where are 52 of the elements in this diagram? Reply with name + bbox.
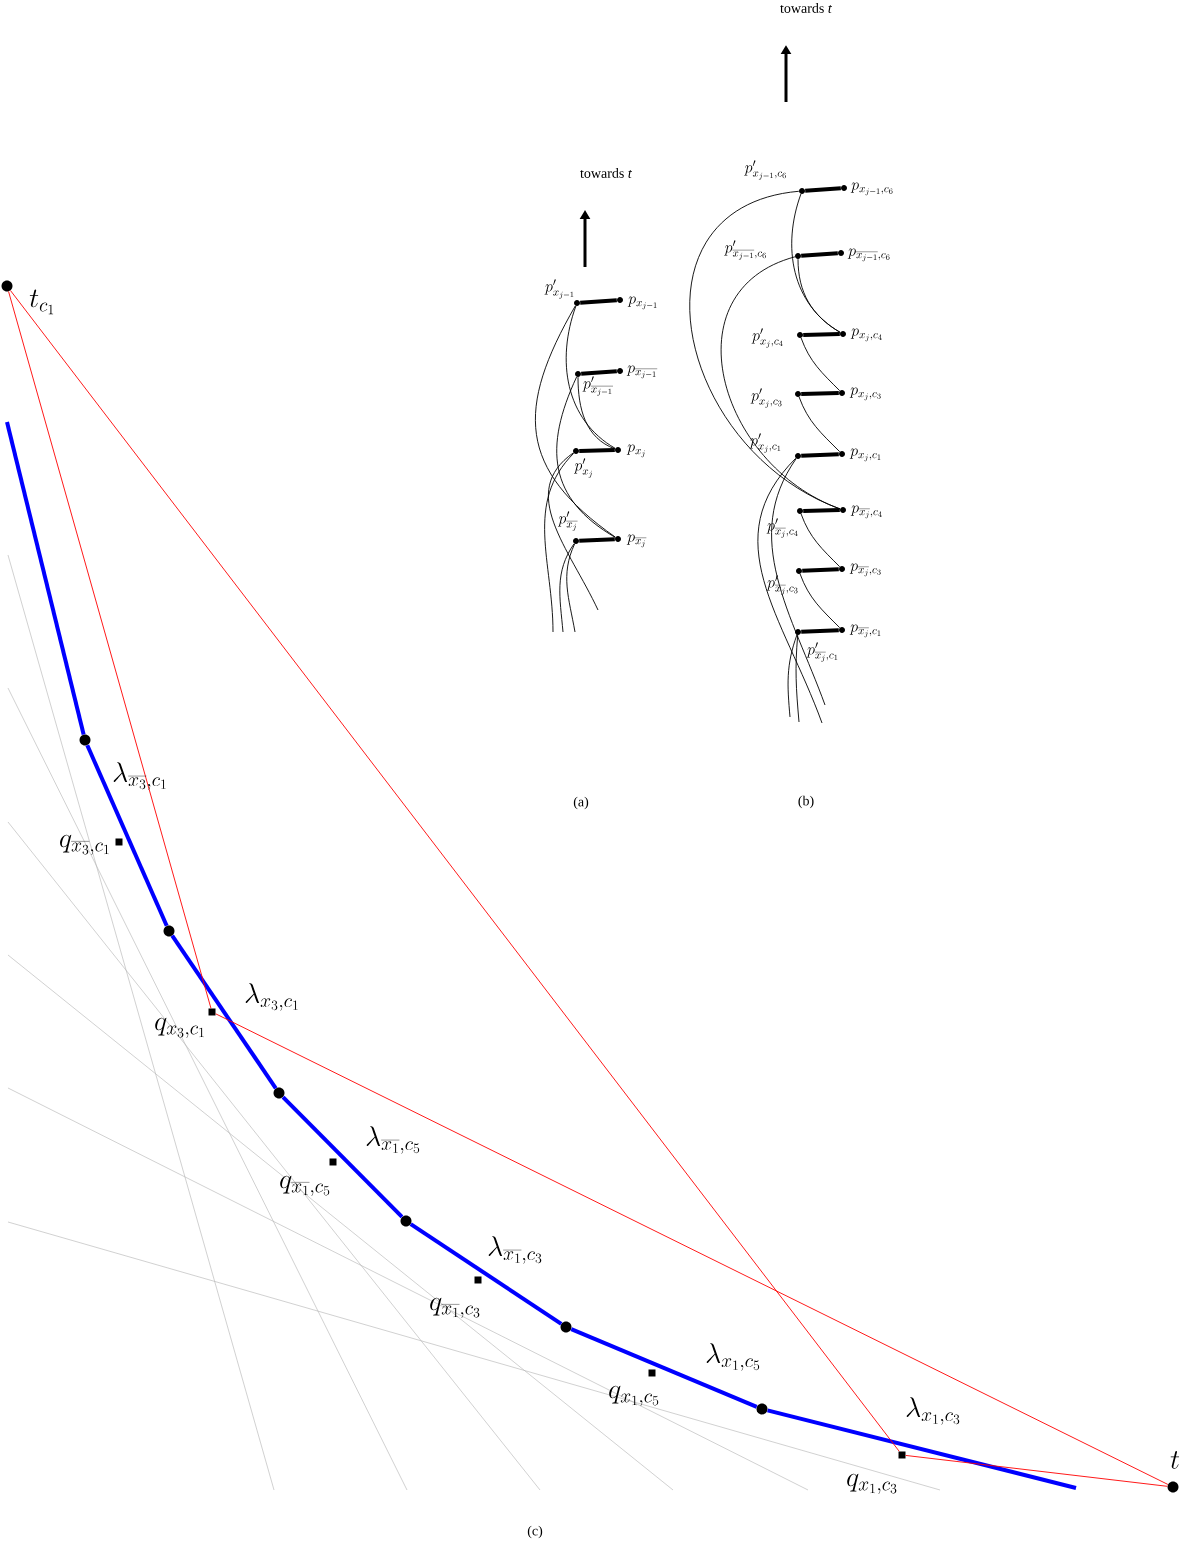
line-segment: [581, 369, 617, 376]
line-segment: [579, 537, 615, 543]
line-segment: [803, 332, 840, 337]
curve: [799, 573, 841, 629]
curve: [720, 256, 841, 510]
curve: [556, 376, 616, 538]
line-segment: [281, 1095, 404, 1219]
curve: [800, 337, 841, 392]
curve-label: $\lambda_{x_1,c_5}$: [706, 1343, 760, 1371]
line-segment: [409, 1222, 563, 1326]
line-segment: [579, 448, 615, 453]
curve-label: $\lambda_{\overline{x_1},c_5}$: [366, 1126, 420, 1154]
curve: [577, 376, 616, 450]
curve-label: $\lambda_{\overline{x_3},c_1}$: [113, 762, 166, 790]
line-segment: [801, 452, 839, 458]
curve: [787, 634, 798, 718]
curve-label: $\lambda_{x_1,c_3}$: [906, 1397, 960, 1425]
curve: [771, 458, 826, 706]
line-segment: [805, 186, 841, 193]
curve: [544, 452, 575, 633]
curve: [798, 396, 841, 453]
curve: [565, 305, 616, 449]
line-segment: [5, 421, 86, 735]
panel-label: (a): [573, 796, 589, 810]
line-segment: [580, 298, 617, 305]
line-segment: [170, 934, 278, 1090]
line-segment: [801, 251, 838, 258]
curve: [547, 452, 599, 611]
curve: [535, 305, 616, 538]
panel-label: (b): [798, 795, 814, 809]
curve-label: $\lambda_{x_3,c_1}$: [245, 983, 298, 1011]
line-segment: [10, 290, 900, 1452]
curve: [800, 513, 841, 568]
direction-label: towards t: [780, 3, 832, 13]
curve: [797, 258, 841, 333]
panel-label: (c): [527, 1525, 543, 1539]
line-segment: [802, 567, 839, 573]
line-segment: [803, 508, 840, 513]
curve: [795, 634, 800, 723]
curve-label: $\lambda_{\overline{x_1},c_3}$: [488, 1236, 542, 1264]
curve: [757, 457, 823, 724]
line-segment: [801, 628, 839, 634]
direction-label: towards t: [580, 168, 632, 178]
curve: [566, 543, 576, 633]
line-segment: [767, 1408, 1077, 1490]
curve: [559, 543, 575, 633]
line-segment: [905, 1455, 1168, 1487]
line-segment: [85, 744, 169, 927]
line-segment: [570, 1327, 758, 1409]
line-segment: [215, 1013, 1169, 1485]
line-segment: [801, 391, 839, 396]
line-segment: [8, 291, 212, 1009]
